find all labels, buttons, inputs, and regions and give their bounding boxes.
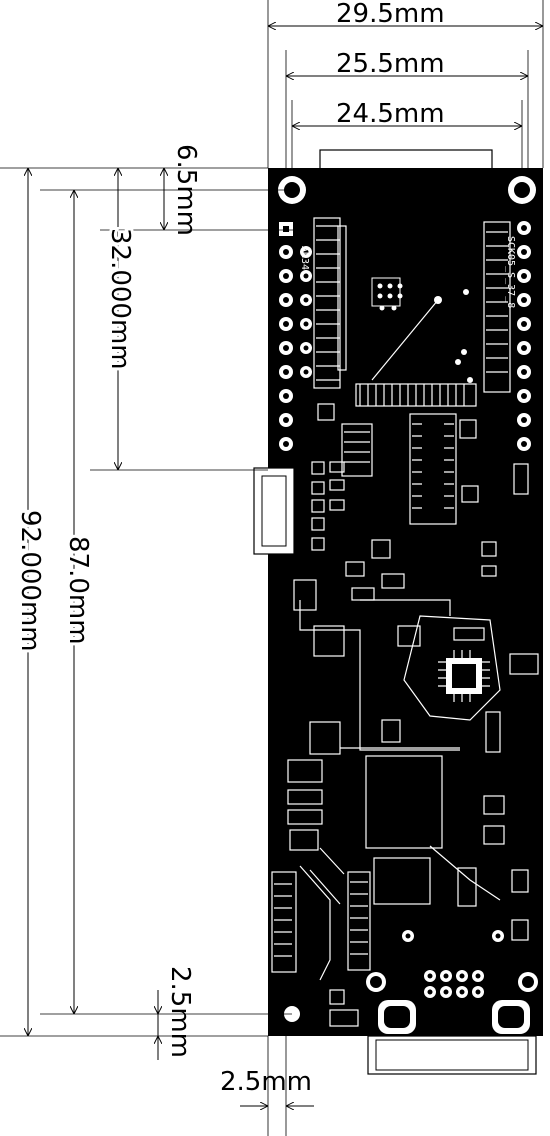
- left-header: [279, 222, 312, 451]
- top-right-pads: [483, 221, 511, 393]
- silk-right: SCK05_S_37_8: [505, 236, 516, 308]
- dim-hole-distance: 87.0mm: [63, 536, 93, 645]
- dim-bottom-offset: 2.5mm: [165, 966, 195, 1058]
- pcb-board: AN34 SCK05_S_37_8: [253, 149, 543, 1075]
- silk-left: AN34: [299, 246, 310, 270]
- mcu-chip: [397, 615, 501, 721]
- dim-width-overall: 29.5mm: [336, 0, 445, 29]
- dim-top-offset: 6.5mm: [171, 144, 201, 236]
- dim-width-inner: 24.5mm: [336, 99, 445, 129]
- lower-left-pads: [271, 871, 297, 973]
- side-pads: [311, 461, 529, 577]
- dim-header-distance: 32.000mm: [105, 228, 135, 370]
- lower-components: [287, 755, 529, 971]
- dim-width-mount: 25.5mm: [336, 49, 445, 79]
- right-header: [517, 221, 531, 451]
- ic-upper: [317, 403, 479, 577]
- small-pads: [293, 573, 539, 755]
- usb-connector-bottom: [367, 1035, 537, 1075]
- top-left-pads: [313, 217, 347, 389]
- side-connector: [253, 467, 295, 555]
- dim-edge-offset: 2.5mm: [220, 1067, 312, 1097]
- bottom-pins: [329, 930, 504, 1027]
- bus-lines: [355, 277, 477, 407]
- dim-board-length: 92.000mm: [15, 510, 45, 652]
